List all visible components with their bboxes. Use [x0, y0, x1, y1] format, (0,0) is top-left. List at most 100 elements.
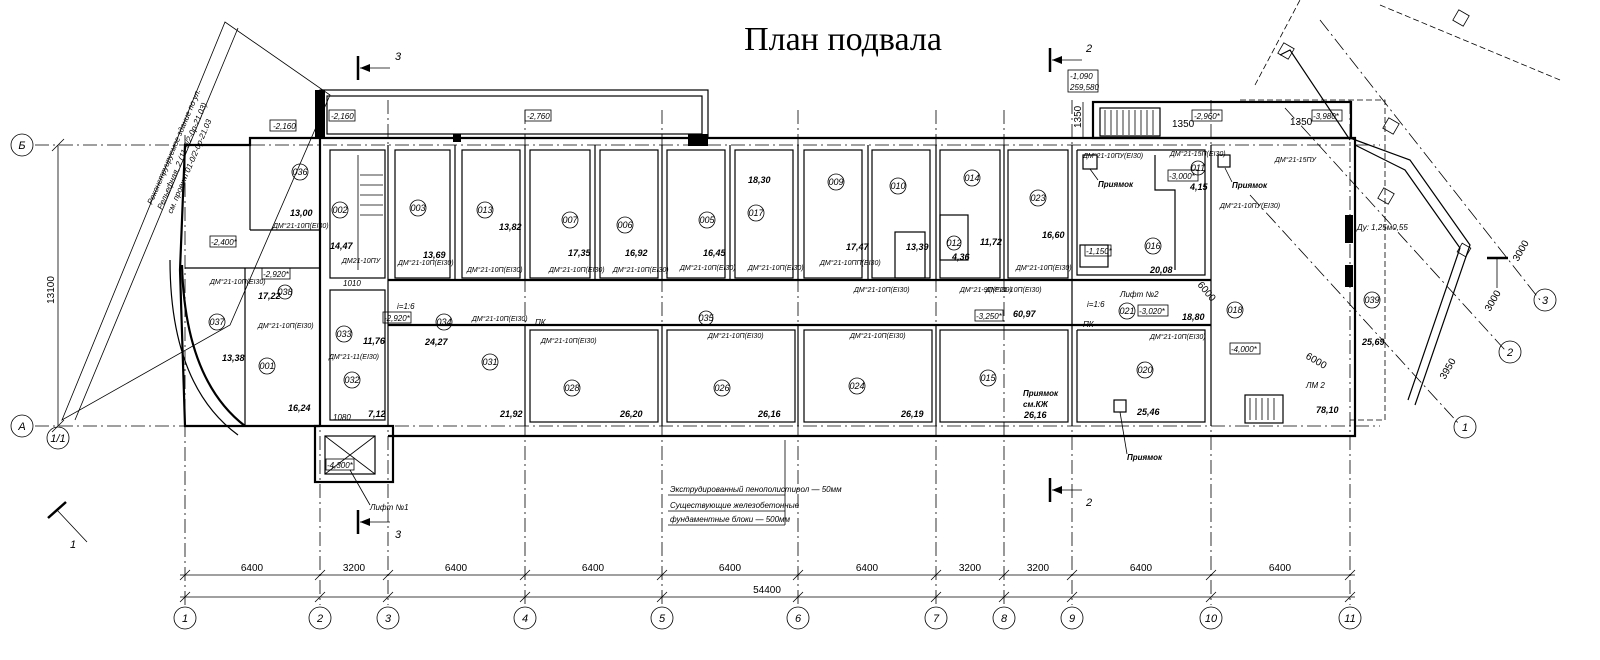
dim-tick	[792, 569, 804, 581]
axis-diag-1: 1	[1462, 422, 1468, 434]
axis-label-11: 11	[1344, 613, 1355, 625]
svg-text:Приямок: Приямок	[1232, 181, 1268, 190]
svg-text:007: 007	[562, 215, 578, 225]
dim-tick	[656, 591, 668, 603]
axis-bubble-3	[376, 606, 400, 630]
svg-text:13,38: 13,38	[222, 353, 245, 363]
row-axis-bubbles: Б А 1/1 1 2 3	[10, 133, 1557, 450]
svg-text:13,82: 13,82	[499, 222, 522, 232]
svg-text:21,92: 21,92	[499, 409, 523, 419]
dim-tick	[998, 591, 1010, 603]
svg-text:17,35: 17,35	[568, 248, 592, 258]
svg-text:ДМ°21-10П(EI30): ДМ°21-10П(EI30)	[272, 222, 329, 230]
svg-text:018: 018	[1227, 305, 1242, 315]
svg-text:3200: 3200	[343, 563, 366, 574]
svg-text:ДМ°21-10П(EI30): ДМ°21-10П(EI30)	[209, 278, 266, 286]
svg-text:021: 021	[1119, 306, 1134, 316]
dim-tick	[519, 569, 531, 581]
dim-tick	[998, 569, 1010, 581]
svg-text:-2,920*: -2,920*	[263, 270, 290, 279]
svg-text:6400: 6400	[856, 563, 879, 574]
dim-tick	[1205, 569, 1217, 581]
svg-text:-3,250*: -3,250*	[976, 312, 1003, 321]
svg-text:ДМ°21-10П(EI30): ДМ°21-10П(EI30)	[257, 322, 314, 330]
axis-label-3: 3	[385, 613, 392, 625]
svg-text:ДМ°21-10П(EI30): ДМ°21-10П(EI30)	[853, 286, 910, 294]
dim-tick	[1344, 569, 1356, 581]
svg-text:6400: 6400	[719, 563, 742, 574]
svg-text:001: 001	[259, 361, 274, 371]
dim-tick	[930, 591, 942, 603]
svg-text:-4,300*: -4,300*	[327, 461, 354, 470]
svg-text:-2,400*: -2,400*	[211, 238, 238, 247]
svg-text:78,10: 78,10	[1316, 405, 1339, 415]
svg-text:6400: 6400	[1269, 563, 1292, 574]
svg-text:011: 011	[1191, 163, 1205, 173]
plan-title: План подвала	[744, 21, 942, 58]
svg-text:16,92: 16,92	[625, 248, 648, 258]
svg-text:16,45: 16,45	[703, 248, 727, 258]
svg-text:Приямок: Приямок	[1098, 180, 1134, 189]
adjacent-structure-grid	[1254, 0, 1561, 258]
svg-text:ДМ°21-10П(EI30): ДМ°21-10П(EI30)	[679, 264, 736, 272]
svg-text:16,24: 16,24	[288, 403, 311, 413]
svg-text:ДМ°21-11(EI30): ДМ°21-11(EI30)	[328, 353, 379, 361]
svg-text:1010: 1010	[343, 279, 361, 288]
axis-label-4: 4	[522, 613, 528, 625]
svg-text:028: 028	[564, 383, 579, 393]
svg-text:026: 026	[714, 383, 729, 393]
svg-text:ДМ°21-10П(EI30): ДМ°21-10П(EI30)	[985, 286, 1042, 294]
axis-bubble-6	[786, 606, 810, 630]
svg-text:1350: 1350	[1073, 105, 1084, 128]
svg-text:4,15: 4,15	[1189, 182, 1209, 192]
axis-bubble-4	[513, 606, 537, 630]
svg-text:1350: 1350	[1172, 119, 1195, 130]
door-labels: ДМ°21-10П(EI30) ДМ°21-10П(EI30) ДМ°21-10…	[209, 150, 1318, 361]
svg-text:11,76: 11,76	[363, 336, 386, 346]
svg-text:Лифт №2: Лифт №2	[1119, 290, 1159, 299]
svg-text:032: 032	[344, 375, 359, 385]
svg-text:1080: 1080	[333, 413, 351, 422]
axis-label-7: 7	[933, 613, 940, 625]
svg-text:17,22: 17,22	[258, 291, 281, 301]
svg-text:Приямок: Приямок	[1127, 453, 1163, 462]
dim-tick	[382, 569, 394, 581]
axis-bubble-8	[992, 606, 1016, 630]
svg-text:023: 023	[1030, 193, 1045, 203]
svg-text:26,16: 26,16	[1023, 410, 1048, 420]
axis-bubble-1	[173, 606, 197, 630]
svg-text:14,47: 14,47	[330, 241, 354, 251]
dim-tick	[1066, 569, 1078, 581]
dim-tick	[179, 591, 191, 603]
svg-text:ЛМ 2: ЛМ 2	[1305, 381, 1325, 390]
dim-tick	[1066, 591, 1078, 603]
room-036-number: 036	[292, 167, 307, 177]
svg-text:Лифт №1: Лифт №1	[369, 503, 409, 512]
svg-text:3200: 3200	[1027, 563, 1050, 574]
svg-text:006: 006	[617, 220, 632, 230]
section-3-top: 3	[395, 51, 402, 63]
axis-bubble-11	[1338, 606, 1362, 630]
svg-text:Существующие железобетонные: Существующие железобетонные	[670, 501, 800, 510]
svg-text:25,69: 25,69	[1361, 337, 1385, 347]
svg-text:035: 035	[698, 313, 714, 323]
svg-text:-3,000*: -3,000*	[1169, 172, 1196, 181]
dim-tick	[656, 569, 668, 581]
svg-text:034: 034	[436, 317, 451, 327]
svg-text:Приямок: Приямок	[1023, 389, 1059, 398]
svg-text:024: 024	[849, 381, 864, 391]
svg-text:ДМ°21-15П(EI30): ДМ°21-15П(EI30)	[1169, 150, 1226, 158]
svg-text:ДМ°21-10П(EI30): ДМ°21-10П(EI30)	[397, 259, 454, 267]
svg-text:ДМ°21-10ПУ(EI30): ДМ°21-10ПУ(EI30)	[1082, 152, 1143, 160]
svg-text:-2,160: -2,160	[331, 112, 354, 121]
svg-text:ДМ°21-10ПП(EI30): ДМ°21-10ПП(EI30)	[819, 259, 881, 267]
dim-tick	[792, 591, 804, 603]
svg-text:3950: 3950	[1438, 356, 1459, 381]
svg-text:i=1:6: i=1:6	[397, 302, 415, 311]
svg-text:ДМ°21-10П(EI30): ДМ°21-10П(EI30)	[1149, 333, 1206, 341]
level-marks: -2,160 -2,160 -2,760 -1,090 259,580 -2,9…	[209, 69, 1343, 471]
svg-text:017: 017	[748, 208, 764, 218]
svg-text:ДМ°21-10ПУ(EI30): ДМ°21-10ПУ(EI30)	[1219, 202, 1280, 210]
svg-text:010: 010	[890, 181, 905, 191]
